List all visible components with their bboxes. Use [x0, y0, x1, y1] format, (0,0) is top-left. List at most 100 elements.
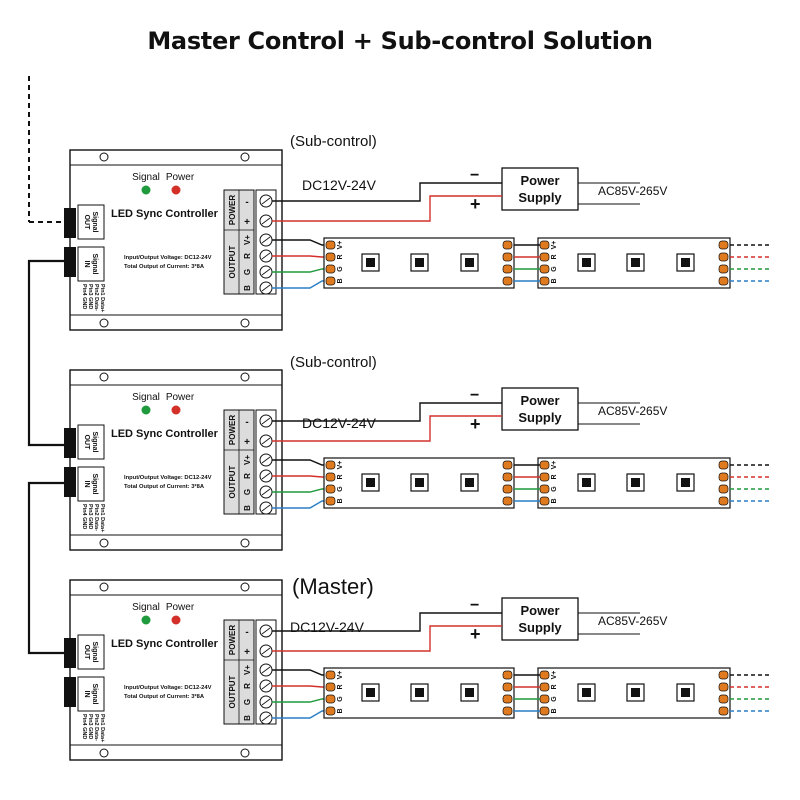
terminal-pin-label: V+ [243, 455, 252, 465]
smd-led-core [681, 478, 690, 487]
chain-wire-top-to-middle [27, 259, 64, 447]
power-led-label: Power [166, 392, 195, 403]
spec-line-current: Total Output of Current: 3*8A [124, 694, 205, 700]
unit-role-label: (Sub-control) [290, 133, 377, 150]
terminal-pin-label: B [243, 715, 252, 721]
power-supply-box [501, 387, 579, 431]
strip-solder-pad [539, 694, 550, 704]
terminal-pin-label: V+ [243, 235, 252, 245]
smd-led-core [582, 688, 591, 697]
positive-sign: + [470, 624, 481, 644]
screw-slot [261, 417, 271, 425]
screw-slot [261, 698, 271, 706]
strip-pin-label: V+ [337, 461, 344, 470]
signal-in-port [64, 677, 76, 707]
power-supply-box [501, 167, 579, 211]
signal-in-label: IN [83, 691, 90, 698]
power-supply-box [501, 597, 579, 641]
signal-out-label: Signal [91, 211, 98, 232]
pin-assignment-text: Pin3 GND [87, 284, 93, 309]
strip-solder-pad [325, 276, 336, 286]
spec-line-voltage: Input/Output Voltage: DC12-24V [124, 255, 212, 261]
strip-pin-label: R [337, 474, 344, 479]
strip-solder-pad [718, 496, 729, 506]
screw-slot [261, 472, 271, 480]
power-supply-label: Power [520, 173, 559, 188]
terminal-pin-label: V+ [243, 665, 252, 675]
strip-solder-pad [539, 264, 550, 274]
screw-slot [261, 682, 271, 690]
power-terminal-label: POWER [228, 415, 237, 445]
strip-pin-label: G [337, 486, 344, 492]
strip-solder-pad [718, 706, 729, 716]
pin-assignment-text: Pin4 GND [81, 284, 87, 309]
signal-in-label: Signal [91, 253, 98, 274]
strip-pin-label: B [337, 498, 344, 503]
pin-assignment-text: Pin1 Data+ [99, 284, 105, 312]
strip-pin-label: V+ [337, 671, 344, 680]
screw-slot [261, 666, 271, 674]
smd-led-core [366, 478, 375, 487]
smd-led-core [582, 258, 591, 267]
strip-solder-pad [502, 496, 513, 506]
unit-role-label: (Master) [292, 574, 374, 599]
strip-solder-pad [718, 670, 729, 680]
strip-solder-pad [502, 682, 513, 692]
terminal-pin-label: + [244, 217, 250, 228]
strip-solder-pad [502, 484, 513, 494]
terminal-pin-label: - [245, 417, 248, 428]
dc-negative-wire [272, 182, 502, 202]
ac-input-label: AC85V-265V [598, 614, 667, 628]
strip-solder-pad [718, 682, 729, 692]
spec-line-current: Total Output of Current: 3*8A [124, 484, 205, 490]
signal-in-box [77, 466, 105, 502]
mounting-hole-icon [240, 748, 250, 758]
signal-out-label: OUT [83, 645, 90, 661]
screw-slot [261, 268, 271, 276]
signal-led-icon [141, 615, 151, 625]
negative-sign: − [470, 597, 479, 614]
output-terminal-label: OUTPUT [228, 465, 237, 498]
signal-out-port [64, 428, 76, 458]
signal-in-port [64, 247, 76, 277]
strip-pin-label: B [551, 708, 558, 713]
signal-out-label: Signal [91, 431, 98, 452]
strip-pin-label: V+ [551, 241, 558, 250]
strip-solder-pad [325, 682, 336, 692]
signal-out-box [77, 204, 105, 240]
strip-pin-label: V+ [551, 461, 558, 470]
smd-led-core [681, 258, 690, 267]
dc-negative-wire [272, 402, 502, 422]
strip-pin-label: V+ [551, 671, 558, 680]
power-led-label: Power [166, 172, 195, 183]
terminal-pin-label: G [243, 269, 252, 275]
power-supply-label: Supply [518, 190, 562, 205]
controller-name: LED Sync Controller [111, 638, 219, 650]
strip-pin-label: V+ [337, 241, 344, 250]
negative-sign: − [470, 387, 479, 404]
mounting-hole-icon [240, 538, 250, 548]
pin-assignment-text: Pin4 GND [81, 504, 87, 529]
signal-out-port [64, 638, 76, 668]
output-terminal-label: OUTPUT [228, 245, 237, 278]
terminal-pin-label: B [243, 505, 252, 511]
strip-solder-pad [539, 484, 550, 494]
controller-name: LED Sync Controller [111, 428, 219, 440]
strip-pin-label: G [551, 266, 558, 272]
power-supply-label: Supply [518, 620, 562, 635]
dc-positive-wire [272, 195, 502, 222]
screw-slot [261, 627, 271, 635]
signal-out-box [77, 634, 105, 670]
pin-assignment-text: Pin2 Data- [93, 714, 99, 741]
smd-led-core [631, 478, 640, 487]
strip-solder-pad [718, 484, 729, 494]
ac-input-label: AC85V-265V [598, 404, 667, 418]
strip-solder-pad [718, 460, 729, 470]
mounting-hole-icon [240, 318, 250, 328]
smd-led-core [366, 258, 375, 267]
pin-assignment-text: Pin1 Data+ [99, 504, 105, 532]
pin-assignment-text: Pin3 GND [87, 504, 93, 529]
screw-slot [261, 714, 271, 722]
